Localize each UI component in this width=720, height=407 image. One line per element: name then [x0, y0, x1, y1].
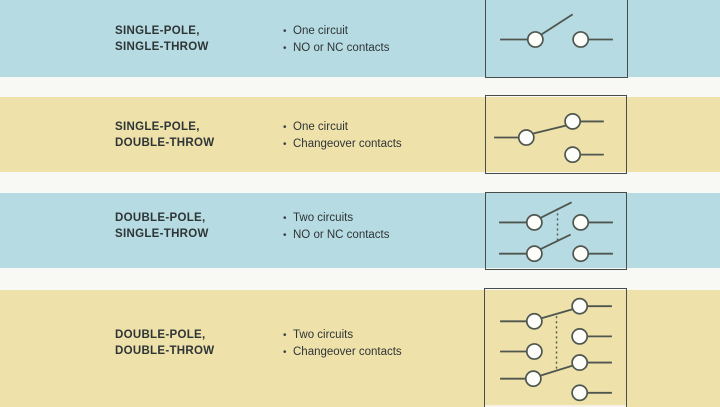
row4-bullet-1: Two circuits: [293, 329, 354, 341]
bullet-dot: •: [283, 230, 287, 241]
row2-title-line2: DOUBLE-THROW: [115, 137, 215, 149]
dpdt-switch-schematic-icon: [500, 297, 612, 402]
bullet-dot: •: [283, 213, 287, 224]
row4-bullet-2: Changeover contacts: [293, 346, 402, 358]
row4-bullets: • Two circuits • Changeover contacts: [283, 327, 473, 361]
spdt-switch-schematic-icon: [494, 112, 604, 164]
bullet-dot: •: [283, 330, 287, 341]
row1-title-line1: SINGLE-POLE,: [115, 25, 200, 37]
row3-bullets: • Two circuits • NO or NC contacts: [283, 210, 473, 244]
spdt-diagram-box: [485, 95, 627, 174]
row3-title-line1: DOUBLE-POLE,: [115, 212, 206, 224]
bullet-dot: •: [283, 43, 287, 54]
row4-title-line2: DOUBLE-THROW: [115, 345, 215, 357]
row-separator: [0, 172, 720, 193]
bullet-dot: •: [283, 26, 287, 37]
row3-title-line2: SINGLE-THROW: [115, 228, 209, 240]
bullet-dot: •: [283, 139, 287, 150]
row-separator: [0, 77, 720, 97]
row2-title-line1: SINGLE-POLE,: [115, 121, 200, 133]
row4-title-line1: DOUBLE-POLE,: [115, 329, 206, 341]
row2-title: SINGLE-POLE, DOUBLE-THROW: [115, 119, 295, 151]
row1-band-blue: [0, 0, 720, 77]
bullet-item: • One circuit: [283, 119, 473, 136]
bullet-item: • NO or NC contacts: [283, 227, 473, 244]
bullet-item: • Two circuits: [283, 327, 473, 344]
box-bottom-clipped-strip: [485, 405, 626, 407]
row2-bullet-1: One circuit: [293, 121, 348, 133]
row4-title: DOUBLE-POLE, DOUBLE-THROW: [115, 327, 295, 359]
bullet-dot: •: [283, 122, 287, 133]
row-separator: [0, 268, 720, 290]
row2-bullets: • One circuit • Changeover contacts: [283, 119, 473, 153]
spst-diagram-box: [485, 0, 628, 78]
row2-band-yellow: [0, 97, 720, 172]
row3-bullet-2: NO or NC contacts: [293, 229, 390, 241]
dpst-diagram-box: [485, 192, 627, 270]
bullet-item: • One circuit: [283, 23, 473, 40]
bullet-dot: •: [283, 347, 287, 358]
row1-bullet-2: NO or NC contacts: [293, 42, 390, 54]
bullet-item: • Two circuits: [283, 210, 473, 227]
bullet-item: • Changeover contacts: [283, 344, 473, 361]
dpdt-diagram-box: [484, 288, 627, 407]
row3-bullet-1: Two circuits: [293, 212, 354, 224]
row1-bullet-1: One circuit: [293, 25, 348, 37]
dpst-switch-schematic-icon: [499, 201, 613, 263]
row3-title: DOUBLE-POLE, SINGLE-THROW: [115, 210, 295, 242]
spst-switch-schematic-icon: [500, 13, 613, 48]
row1-bullets: • One circuit • NO or NC contacts: [283, 23, 473, 57]
row1-title: SINGLE-POLE, SINGLE-THROW: [115, 23, 295, 55]
bullet-item: • Changeover contacts: [283, 136, 473, 153]
row1-title-line2: SINGLE-THROW: [115, 41, 209, 53]
row2-bullet-2: Changeover contacts: [293, 138, 402, 150]
row4-band-yellow: [0, 290, 720, 407]
row3-band-blue: [0, 193, 720, 268]
bullet-item: • NO or NC contacts: [283, 40, 473, 57]
